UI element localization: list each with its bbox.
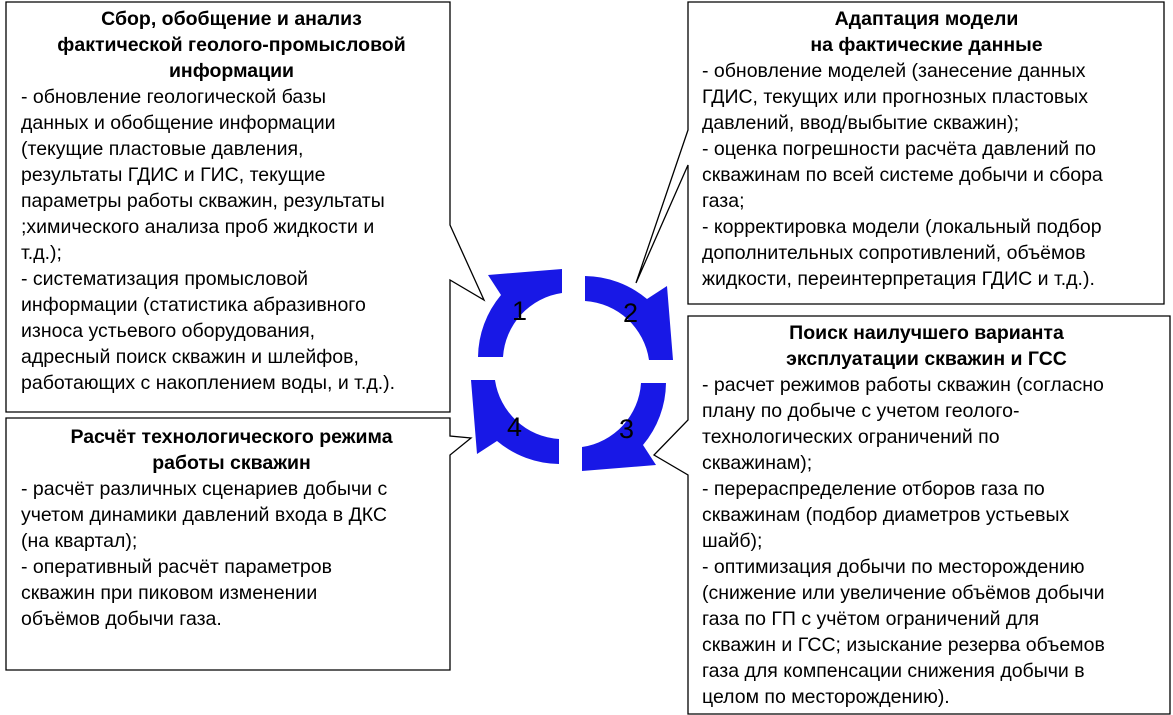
- box-text-line: (снижение или увеличение объёмов добычи: [702, 582, 1105, 604]
- box-text-line: - корректировка модели (локальный подбор: [702, 216, 1102, 238]
- box-text-line: целом по месторождению).: [702, 686, 950, 708]
- box-title-line: работы скважин: [152, 452, 311, 474]
- box-text-line: скважинам (подбор диаметров устьевых: [702, 504, 1070, 526]
- callout-outline-2: [635, 1, 1165, 305]
- box-text-line: ГДИС, текущих или прогнозных пластовых: [702, 86, 1089, 108]
- step-number-2: 2: [623, 298, 638, 328]
- box-text-line: жидкости, переинтерпретация ГДИС и т.д.)…: [702, 268, 1095, 290]
- box-text-line: (на квартал);: [21, 530, 138, 552]
- box-text-line: газа для компенсации снижения добычи в: [702, 660, 1085, 682]
- box-text-line: скважинам по всей системе добычи и сбора: [702, 164, 1103, 186]
- box-text-line: износа устьевого оборудования,: [21, 320, 316, 342]
- box-text-line: ;химического анализа проб жидкости и: [21, 216, 375, 238]
- box-text-line: газа;: [702, 190, 745, 212]
- box-text-line: скважин и ГСС; изыскание резерва объемов: [702, 634, 1105, 656]
- box-text-line: - обновление моделей (занесение данных: [702, 60, 1086, 82]
- step-number-1: 1: [512, 296, 527, 326]
- box-title-line: информации: [168, 60, 295, 82]
- box-text-line: адресный поиск скважин и шлейфов,: [21, 346, 359, 368]
- box-text-line: плану по добыче с учетом геолого-: [702, 400, 1020, 422]
- box-text-line: - расчет режимов работы скважин (согласн…: [702, 374, 1104, 396]
- box-text-line: технологических ограничений по: [702, 426, 1000, 448]
- box-text-line: шайб);: [702, 530, 763, 552]
- box-text-line: учетом динамики давлений входа в ДКС: [21, 504, 387, 526]
- box-text-line: объёмов добычи газа.: [21, 608, 222, 630]
- box-text-line: параметры работы скважин, результаты: [21, 190, 385, 212]
- step-number-4: 4: [507, 412, 522, 442]
- box-text-line: - оценка погрешности расчёта давлений по: [702, 138, 1096, 160]
- cycle-diagram: 1 2 3 4: [471, 269, 673, 471]
- box-text-line: - систематизация промысловой: [21, 268, 309, 290]
- box-text-line: дополнительных сопротивлений, объёмов: [702, 242, 1086, 264]
- box-text-line: - оперативный расчёт параметров: [21, 556, 332, 578]
- box-text-line: информации (статистика абразивного: [21, 294, 366, 316]
- box-text-line: - обновление геологической базы: [21, 86, 326, 108]
- box-title-line: фактической геолого-промысловой: [57, 34, 406, 56]
- callout-outline-1: [5, 1, 486, 413]
- box-title-line: на фактические данные: [810, 34, 1043, 56]
- box-title-line: Сбор, обобщение и анализ: [101, 8, 362, 30]
- box-title-line: эксплуатации скважин и ГСС: [786, 348, 1067, 370]
- box-text-line: т.д.);: [21, 242, 62, 264]
- step-number-3: 3: [619, 414, 634, 444]
- callout-outline-3: [652, 315, 1171, 715]
- box-text-line: данных и обобщение информации: [21, 112, 336, 134]
- stage-box-optimization: Поиск наилучшего варианта эксплуатации ск…: [694, 320, 1159, 714]
- box-text-line: - оптимизация добычи по месторождению: [702, 556, 1085, 578]
- box-text-line: - расчёт различных сценариев добычи с: [21, 478, 388, 500]
- stage-box-well-regime: Расчёт технологического режима работы скв…: [13, 424, 450, 664]
- box-text-line: результаты ГДИС и ГИС, текущие: [21, 164, 326, 186]
- box-text-line: - перераспределение отборов газа по: [702, 478, 1045, 500]
- stage-box-model-adaptation: Адаптация модели на фактические данные - о…: [694, 6, 1159, 300]
- box-title-line: Расчёт технологического режима: [70, 426, 393, 448]
- box-text-line: скважин при пиковом изменении: [21, 582, 318, 604]
- box-text-line: работающих с накоплением воды, и т.д.).: [21, 372, 396, 394]
- callout-outline-4: [5, 417, 473, 671]
- box-text-line: давлений, ввод/выбытие скважин);: [702, 112, 1019, 134]
- box-title-line: Поиск наилучшего варианта: [789, 322, 1064, 344]
- box-text-line: (текущие пластовые давления,: [21, 138, 304, 160]
- stage-box-data-collection: Сбор, обобщение и анализ фактической геол…: [13, 6, 450, 408]
- box-text-line: скважинам);: [702, 452, 813, 474]
- box-title-line: Адаптация модели: [834, 8, 1019, 30]
- box-text-line: газа по ГП с учётом ограничений для: [702, 608, 1040, 630]
